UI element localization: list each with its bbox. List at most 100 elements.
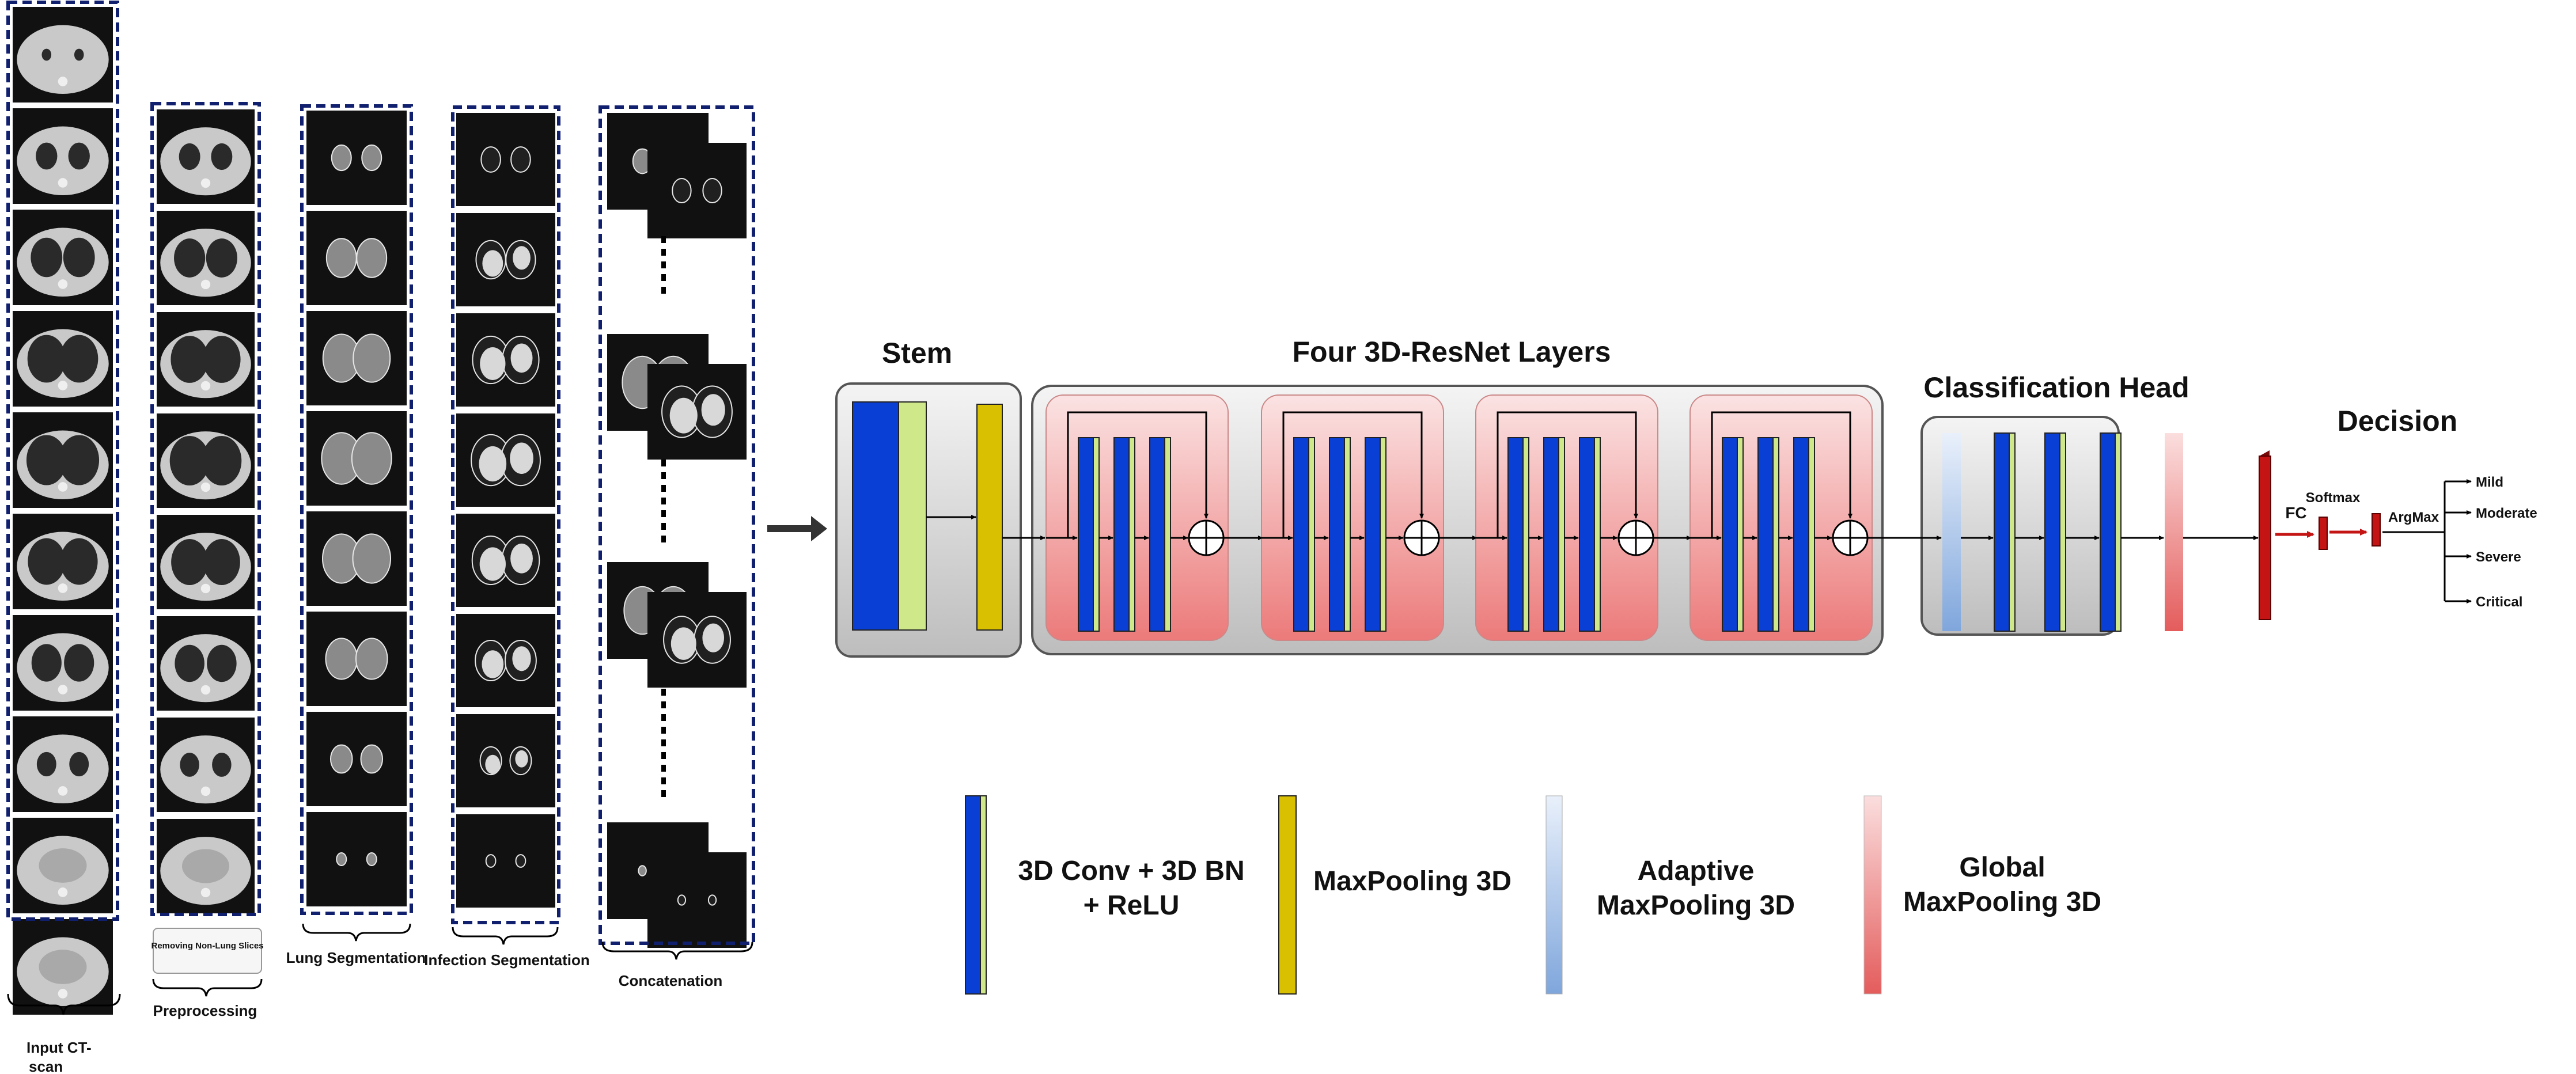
legend-conv-label-line2: + ReLU: [1084, 890, 1180, 921]
legend-conv: 3D Conv + 3D BN + ReLU: [965, 795, 1245, 995]
ct-slice: [157, 413, 255, 508]
slice-background: [306, 111, 407, 205]
spine: [200, 685, 211, 695]
infection-segmentation-label: Infection Segmentation: [424, 951, 589, 969]
slice-background: [647, 852, 747, 948]
ct-slice: [456, 514, 555, 607]
ellipsis-dot: [661, 739, 666, 746]
conv-block: [1293, 437, 1309, 632]
lung-right: [360, 744, 384, 774]
bn-block: [1772, 437, 1779, 632]
legend-adaptive-label-line2: MaxPooling 3D: [1597, 890, 1795, 921]
input-label-line2: scan: [29, 1058, 63, 1074]
lung-left: [36, 142, 58, 170]
lung-left: [28, 538, 66, 585]
lung-left: [180, 753, 199, 777]
slice-background: [456, 113, 555, 206]
residual-block: [1261, 394, 1444, 641]
preprocessing-column: [157, 109, 255, 913]
infection-right: [510, 442, 533, 474]
legend: 3D Conv + 3D BN + ReLU MaxPooling 3D Ada…: [965, 795, 2101, 995]
input-ct-column: [13, 7, 113, 1015]
concatenation-brace: [601, 942, 753, 960]
lung-right: [351, 432, 392, 485]
legend-adaptive-label-line1: Adaptive: [1638, 856, 1755, 886]
lung-right: [356, 238, 388, 278]
ct-slice: [157, 211, 255, 305]
lung-right: [64, 644, 94, 682]
lung-left: [638, 865, 647, 876]
bn-block: [1308, 437, 1315, 632]
spine: [58, 77, 68, 86]
resnet-container: [1031, 385, 1884, 655]
abdomen: [39, 848, 87, 883]
ct-slice: [306, 411, 407, 506]
lung-right: [59, 435, 100, 485]
lung-right: [361, 144, 382, 172]
class-label-moderate: Moderate: [2476, 506, 2537, 521]
head-title: Classification Head: [1923, 371, 2189, 404]
input-brace: [7, 993, 121, 1015]
conv-block: [1994, 432, 2010, 632]
resnet-layer: [1689, 394, 1873, 641]
lung-left: [27, 335, 66, 383]
bn-block: [1128, 437, 1135, 632]
legend-bn-swatch: [980, 795, 987, 995]
spine: [200, 786, 211, 796]
ellipsis-dot: [661, 777, 666, 784]
lung-frame: [300, 104, 413, 915]
stem-bn-block: [898, 401, 927, 631]
lung-left: [169, 435, 210, 486]
bn-block: [1093, 437, 1100, 632]
ct-slice: [456, 313, 555, 407]
conv-block: [1793, 437, 1809, 632]
legend-global-label-line2: MaxPooling 3D: [1903, 887, 2101, 917]
skip-connection: [1497, 411, 1638, 538]
ellipsis-dot: [661, 236, 666, 243]
infection-segmentation-column: [456, 113, 555, 908]
infection-left: [479, 446, 507, 482]
lung-left: [174, 238, 206, 278]
ct-slice: [456, 213, 555, 306]
bn-block: [1522, 437, 1529, 632]
preprocessing-frame: [150, 102, 261, 916]
ct-slice: [13, 716, 113, 812]
spine: [58, 279, 68, 289]
global-maxpool-block: [2165, 433, 2183, 631]
lung-segmentation-label: Lung Segmentation: [286, 949, 426, 966]
ct-slice: [647, 592, 747, 688]
bn-block: [1380, 437, 1387, 632]
legend-global-label-line1: Global: [1959, 852, 2045, 883]
infection-right: [513, 246, 531, 270]
ellipsis-dot: [661, 752, 666, 759]
lung-left: [179, 143, 200, 170]
resnet-layers: [1045, 394, 1873, 641]
skip-connection: [1282, 411, 1424, 538]
infection-left: [480, 347, 506, 380]
ellipsis-dot: [661, 701, 666, 708]
ct-slice: [306, 311, 407, 405]
lung-left: [26, 435, 67, 485]
ellipsis-dot: [661, 523, 666, 530]
lung-right: [366, 852, 377, 867]
conv-block: [1507, 437, 1524, 632]
slice-background: [456, 714, 555, 807]
conv-block: [1722, 437, 1738, 632]
spine: [58, 989, 68, 999]
ct-slice: [306, 612, 407, 706]
conv-block: [1579, 437, 1595, 632]
slice-background: [306, 812, 407, 906]
lung-right: [355, 637, 388, 680]
conv-block: [2044, 432, 2060, 632]
ellipsis-dot: [661, 727, 666, 734]
lung-left: [31, 644, 62, 682]
ct-slice: [13, 7, 113, 103]
ellipsis-dot: [661, 472, 666, 479]
bn-block: [1558, 437, 1565, 632]
spine: [200, 887, 211, 898]
stem-title: Stem: [882, 337, 952, 369]
spine: [200, 279, 211, 290]
bn-block: [1808, 437, 1815, 632]
body-outline: [160, 127, 251, 196]
